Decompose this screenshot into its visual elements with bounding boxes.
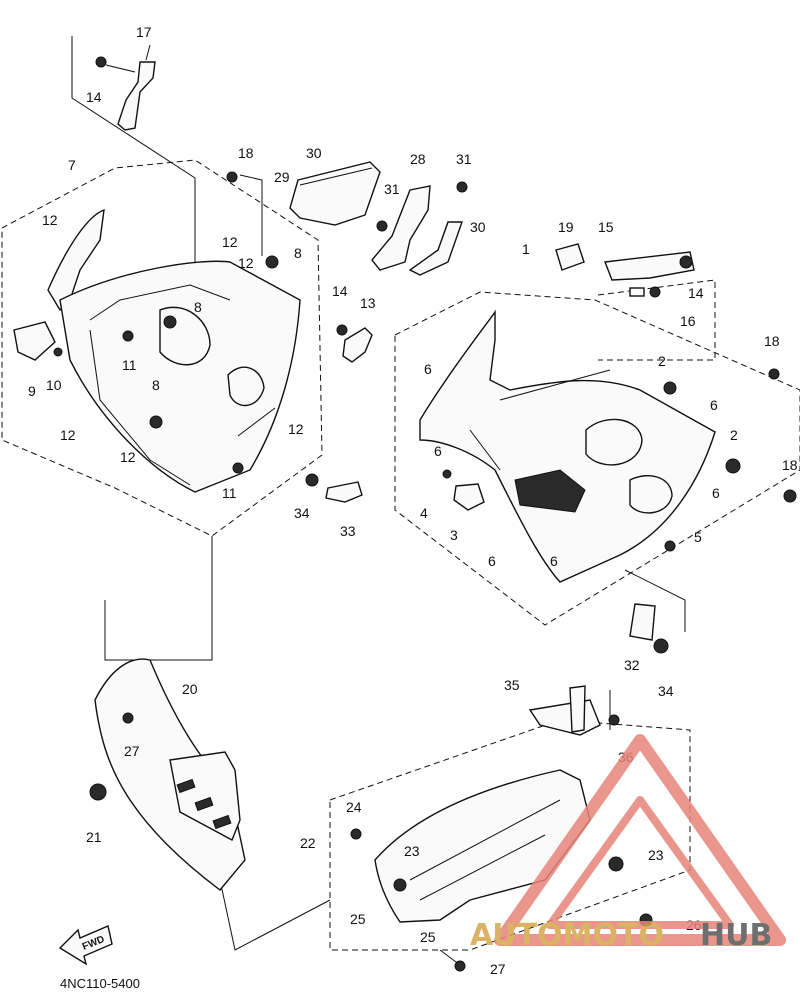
callout-12: 12 bbox=[42, 212, 58, 228]
callout-24: 24 bbox=[346, 799, 362, 815]
callout-2: 2 bbox=[730, 427, 738, 443]
callout-9: 9 bbox=[28, 383, 36, 399]
watermark-brand-primary: AUTOMOTO bbox=[470, 918, 664, 953]
callout-18: 18 bbox=[782, 457, 798, 473]
callout-13: 13 bbox=[360, 295, 376, 311]
callout-7: 7 bbox=[68, 157, 76, 173]
callout-5: 5 bbox=[694, 529, 702, 545]
callout-18: 18 bbox=[764, 333, 780, 349]
callout-10: 10 bbox=[46, 377, 62, 393]
callout-25: 25 bbox=[420, 929, 436, 945]
watermark-brand-secondary: HUB bbox=[700, 918, 772, 953]
callout-23: 23 bbox=[648, 847, 664, 863]
callout-6: 6 bbox=[434, 443, 442, 459]
callout-33: 33 bbox=[340, 523, 356, 539]
callout-32: 32 bbox=[624, 657, 640, 673]
upper-fairing-7 bbox=[13, 208, 318, 493]
brackets-13-33 bbox=[305, 324, 373, 503]
connection-lines bbox=[71, 36, 686, 966]
boundary-main-right bbox=[394, 291, 800, 626]
callout-27: 27 bbox=[124, 743, 140, 759]
callout-6: 6 bbox=[710, 397, 718, 413]
bracket-15 bbox=[555, 243, 695, 298]
callout-16: 16 bbox=[680, 313, 696, 329]
callout-17: 17 bbox=[136, 24, 152, 40]
callout-6: 6 bbox=[712, 485, 720, 501]
bracket-32 bbox=[629, 603, 669, 654]
automotohub-watermark: AUTOMOTO HUB bbox=[470, 734, 786, 953]
callout-27: 27 bbox=[490, 961, 506, 977]
callout-12: 12 bbox=[60, 427, 76, 443]
stay-bracket-17 bbox=[95, 44, 156, 131]
side-panel-20 bbox=[89, 658, 246, 891]
callout-8: 8 bbox=[152, 377, 160, 393]
callout-18: 18 bbox=[238, 145, 254, 161]
watermark-logo-inner bbox=[546, 796, 734, 929]
callout-23: 23 bbox=[404, 843, 420, 859]
callout-14: 14 bbox=[86, 89, 102, 105]
callout-8: 8 bbox=[194, 299, 202, 315]
callout-6: 6 bbox=[424, 361, 432, 377]
callout-31: 31 bbox=[384, 181, 400, 197]
callout-6: 6 bbox=[550, 553, 558, 569]
callout-2: 2 bbox=[658, 353, 666, 369]
callout-1: 1 bbox=[522, 241, 530, 257]
callout-34: 34 bbox=[658, 683, 674, 699]
callout-6: 6 bbox=[488, 553, 496, 569]
callout-31: 31 bbox=[456, 151, 472, 167]
callout-8: 8 bbox=[294, 245, 302, 261]
callout-30: 30 bbox=[306, 145, 322, 161]
main-cowling-1 bbox=[419, 309, 797, 583]
forward-arrow: FWD bbox=[58, 925, 113, 966]
callout-34: 34 bbox=[294, 505, 310, 521]
callout-19: 19 bbox=[558, 219, 574, 235]
callout-12: 12 bbox=[222, 234, 238, 250]
watermark-logo-outer bbox=[494, 734, 786, 946]
callout-11: 11 bbox=[122, 357, 137, 373]
callout-14: 14 bbox=[688, 285, 704, 301]
callout-35: 35 bbox=[504, 677, 520, 693]
drawing-code: 4NC110-5400 bbox=[60, 976, 140, 991]
callout-3: 3 bbox=[450, 527, 458, 543]
callout-12: 12 bbox=[238, 255, 254, 271]
callout-25: 25 bbox=[350, 911, 366, 927]
callout-22: 22 bbox=[300, 835, 316, 851]
callout-14: 14 bbox=[332, 283, 348, 299]
callout-15: 15 bbox=[598, 219, 614, 235]
callout-28: 28 bbox=[410, 151, 426, 167]
ducts-28-31 bbox=[226, 161, 468, 276]
callout-12: 12 bbox=[288, 421, 304, 437]
callout-29: 29 bbox=[274, 169, 290, 185]
callout-30: 30 bbox=[470, 219, 486, 235]
boundary-upper-left bbox=[1, 159, 323, 537]
lower-fairing-22 bbox=[350, 685, 653, 972]
callout-21: 21 bbox=[86, 829, 102, 845]
callout-20: 20 bbox=[182, 681, 198, 697]
callout-11: 11 bbox=[222, 485, 237, 501]
callout-12: 12 bbox=[120, 449, 136, 465]
callout-4: 4 bbox=[420, 505, 428, 521]
